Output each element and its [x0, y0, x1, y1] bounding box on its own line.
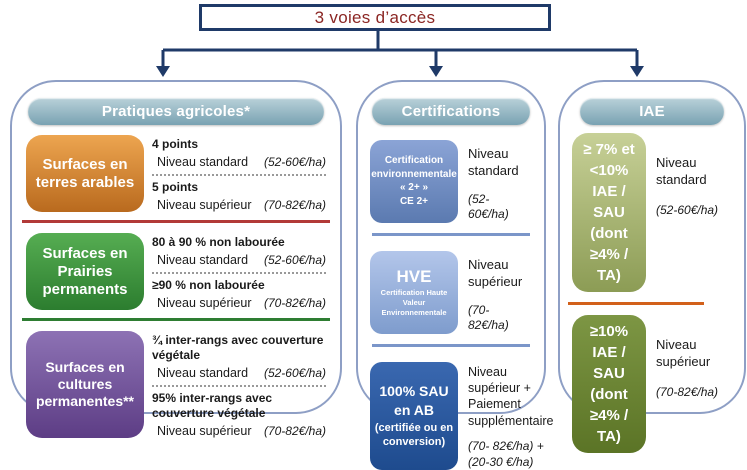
- niveau-standard-label: Niveau standard: [157, 155, 249, 169]
- row-iae-standard: ≥ 7% et <10% IAE / SAU (dont ≥4% / TA) N…: [572, 133, 732, 292]
- price-superieur: (70-82€/ha): [263, 198, 326, 212]
- condition-standard-label: ¾ inter-rangs avec couverture végétale: [152, 333, 324, 362]
- price-standard: (52-60€/ha): [263, 366, 326, 380]
- diagram-title-box: 3 voies d’accès: [199, 4, 551, 31]
- row-certification-ab: 100% SAU en AB (certifiée ou en conversi…: [370, 361, 553, 470]
- price-standard: (52- 60€/ha): [468, 191, 509, 222]
- row-certification-ce2plus: Certification environnementale « 2+ » CE…: [370, 140, 532, 223]
- row-iae-superieur: ≥10% IAE / SAU (dont ≥4% / TA) Niveau su…: [572, 315, 732, 453]
- niveau-superieur-label: Niveau supérieur: [157, 198, 252, 212]
- column-iae: IAE ≥ 7% et <10% IAE / SAU (dont ≥4% / T…: [558, 80, 746, 453]
- column-certifications: Certifications Certification environneme…: [356, 80, 553, 470]
- connector-arrows: [156, 31, 644, 77]
- green-separator: [22, 318, 330, 321]
- points-superieur-label: 5 points: [152, 180, 199, 194]
- ce2plus-info: Niveau standard (52- 60€/ha): [468, 140, 532, 223]
- condition-standard-label: 80 à 90 % non labourée: [152, 235, 285, 249]
- ab-box-subtitle: (certifiée ou en conversion): [374, 422, 454, 448]
- terres-arables-info: 4 points Niveau standard (52-60€/ha) 5 p…: [152, 135, 326, 212]
- iae-standard-info: Niveau standard (52-60€/ha): [656, 133, 732, 292]
- niveau-superieur-label: Niveau supérieur: [157, 424, 252, 438]
- ce2plus-box-title: Certification environnementale « 2+ »: [371, 155, 457, 194]
- dotted-divider: [152, 385, 326, 387]
- ab-box-title: 100% SAU en AB: [379, 383, 449, 419]
- ce2plus-box: Certification environnementale « 2+ » CE…: [370, 140, 458, 223]
- price-standard: (52-60€/ha): [263, 253, 326, 267]
- niveau-standard-label: Niveau standard: [656, 155, 707, 187]
- ab-box: 100% SAU en AB (certifiée ou en conversi…: [370, 361, 458, 470]
- points-standard-label: 4 points: [152, 137, 199, 151]
- terres-arables-box: Surfaces en terres arables: [26, 135, 144, 212]
- dotted-divider: [152, 272, 326, 274]
- ab-info: Niveau supérieur + Paiement supplémentai…: [468, 362, 553, 470]
- dotted-divider: [152, 174, 326, 176]
- hve-box: HVE Certification Haute Valeur Environne…: [370, 250, 458, 334]
- hve-box-title: HVE: [396, 266, 432, 286]
- niveau-superieur-label: Niveau supérieur: [468, 256, 523, 289]
- niveau-superieur-label: Niveau supérieur: [656, 337, 711, 369]
- condition-superieur-label: 95% inter-rangs avec couverture végétale: [152, 391, 273, 420]
- red-separator: [22, 220, 330, 223]
- iae-7-10-box: ≥ 7% et <10% IAE / SAU (dont ≥4% / TA): [572, 133, 646, 292]
- diagram-title: 3 voies d’accès: [314, 7, 436, 27]
- row-terres-arables: Surfaces en terres arables 4 points Nive…: [26, 135, 326, 212]
- prairies-permanents-info: 80 à 90 % non labourée Niveau standard (…: [152, 233, 326, 310]
- column-pratiques-agricoles: Pratiques agricoles* Surfaces en terres …: [10, 80, 342, 438]
- price-superieur: (70-82€/ha): [263, 296, 326, 310]
- hve-box-subtitle: Certification Haute Valeur Environnement…: [380, 287, 448, 318]
- price-standard: (52-60€/ha): [263, 155, 326, 169]
- row-prairies-permanents: Surfaces en Prairies permanents 80 à 90 …: [26, 233, 326, 310]
- cultures-permanentes-box: Surfaces en cultures permanentes**: [26, 331, 144, 438]
- niveau-standard-label: Niveau standard: [157, 366, 249, 380]
- pratiques-agricoles-header: Pratiques agricoles*: [28, 98, 324, 125]
- niveau-superieur-paiement-label: Niveau supérieur + Paiement supplémentai…: [468, 364, 554, 428]
- prairies-permanents-box: Surfaces en Prairies permanents: [26, 233, 144, 310]
- certifications-header: Certifications: [372, 98, 530, 125]
- row-certification-hve: HVE Certification Haute Valeur Environne…: [370, 250, 532, 334]
- iae-10plus-box: ≥10% IAE / SAU (dont ≥4% / TA): [572, 315, 646, 453]
- niveau-standard-label: Niveau standard: [468, 146, 519, 178]
- price-superieur: (70-82€/ha): [656, 384, 719, 399]
- ce2plus-box-code: CE 2+: [399, 195, 429, 207]
- iae-superieur-info: Niveau supérieur (70-82€/ha): [656, 315, 732, 453]
- iae-header: IAE: [580, 98, 724, 125]
- orange-separator: [568, 302, 704, 305]
- niveau-standard-label: Niveau standard: [157, 253, 249, 267]
- blue-separator: [372, 232, 530, 236]
- niveau-superieur-label: Niveau supérieur: [157, 296, 252, 310]
- price-superieur: (70-82€/ha): [263, 424, 326, 438]
- access-routes-diagram: { "title": "3 voies d’accès", "palette":…: [10, 4, 746, 470]
- price-superieur: (70- 82€/ha): [468, 302, 509, 333]
- hve-info: Niveau supérieur (70- 82€/ha): [468, 251, 532, 334]
- blue-separator: [372, 343, 530, 347]
- price-standard: (52-60€/ha): [656, 202, 719, 217]
- price-superieur-supplement: (70- 82€/ha) + (20-30 €/ha): [468, 438, 544, 469]
- condition-superieur-label: ≥90 % non labourée: [152, 278, 265, 292]
